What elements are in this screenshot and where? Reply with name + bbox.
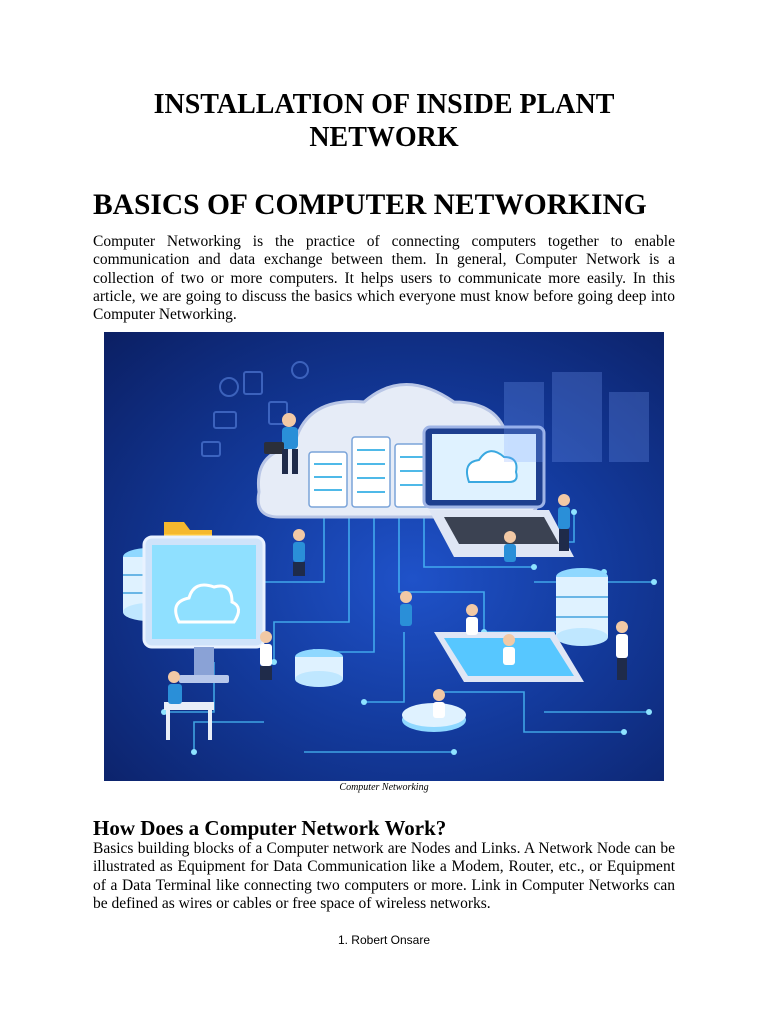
section-heading: BASICS OF COMPUTER NETWORKING <box>93 189 647 221</box>
body-paragraph: Basics building blocks of a Computer net… <box>93 840 675 912</box>
data-panels <box>504 372 649 462</box>
person-with-laptop-icon <box>164 671 214 740</box>
people-icons <box>260 494 628 718</box>
storage-disk-icon <box>295 649 343 687</box>
computer-networking-illustration <box>104 332 664 781</box>
intro-paragraph: Computer Networking is the practice of c… <box>93 233 675 324</box>
laptop-icon <box>422 425 574 557</box>
document-title: INSTALLATION OF INSIDE PLANT NETWORK <box>153 89 615 153</box>
database-icon-right <box>556 568 608 646</box>
figure-caption: Computer Networking <box>339 782 429 793</box>
background-icons <box>201 361 309 457</box>
subheading: How Does a Computer Network Work? <box>93 816 447 840</box>
person-on-cloud-icon <box>264 413 298 474</box>
page-footer: 1. Robert Onsare <box>337 933 431 947</box>
monitor-icon <box>142 535 266 683</box>
